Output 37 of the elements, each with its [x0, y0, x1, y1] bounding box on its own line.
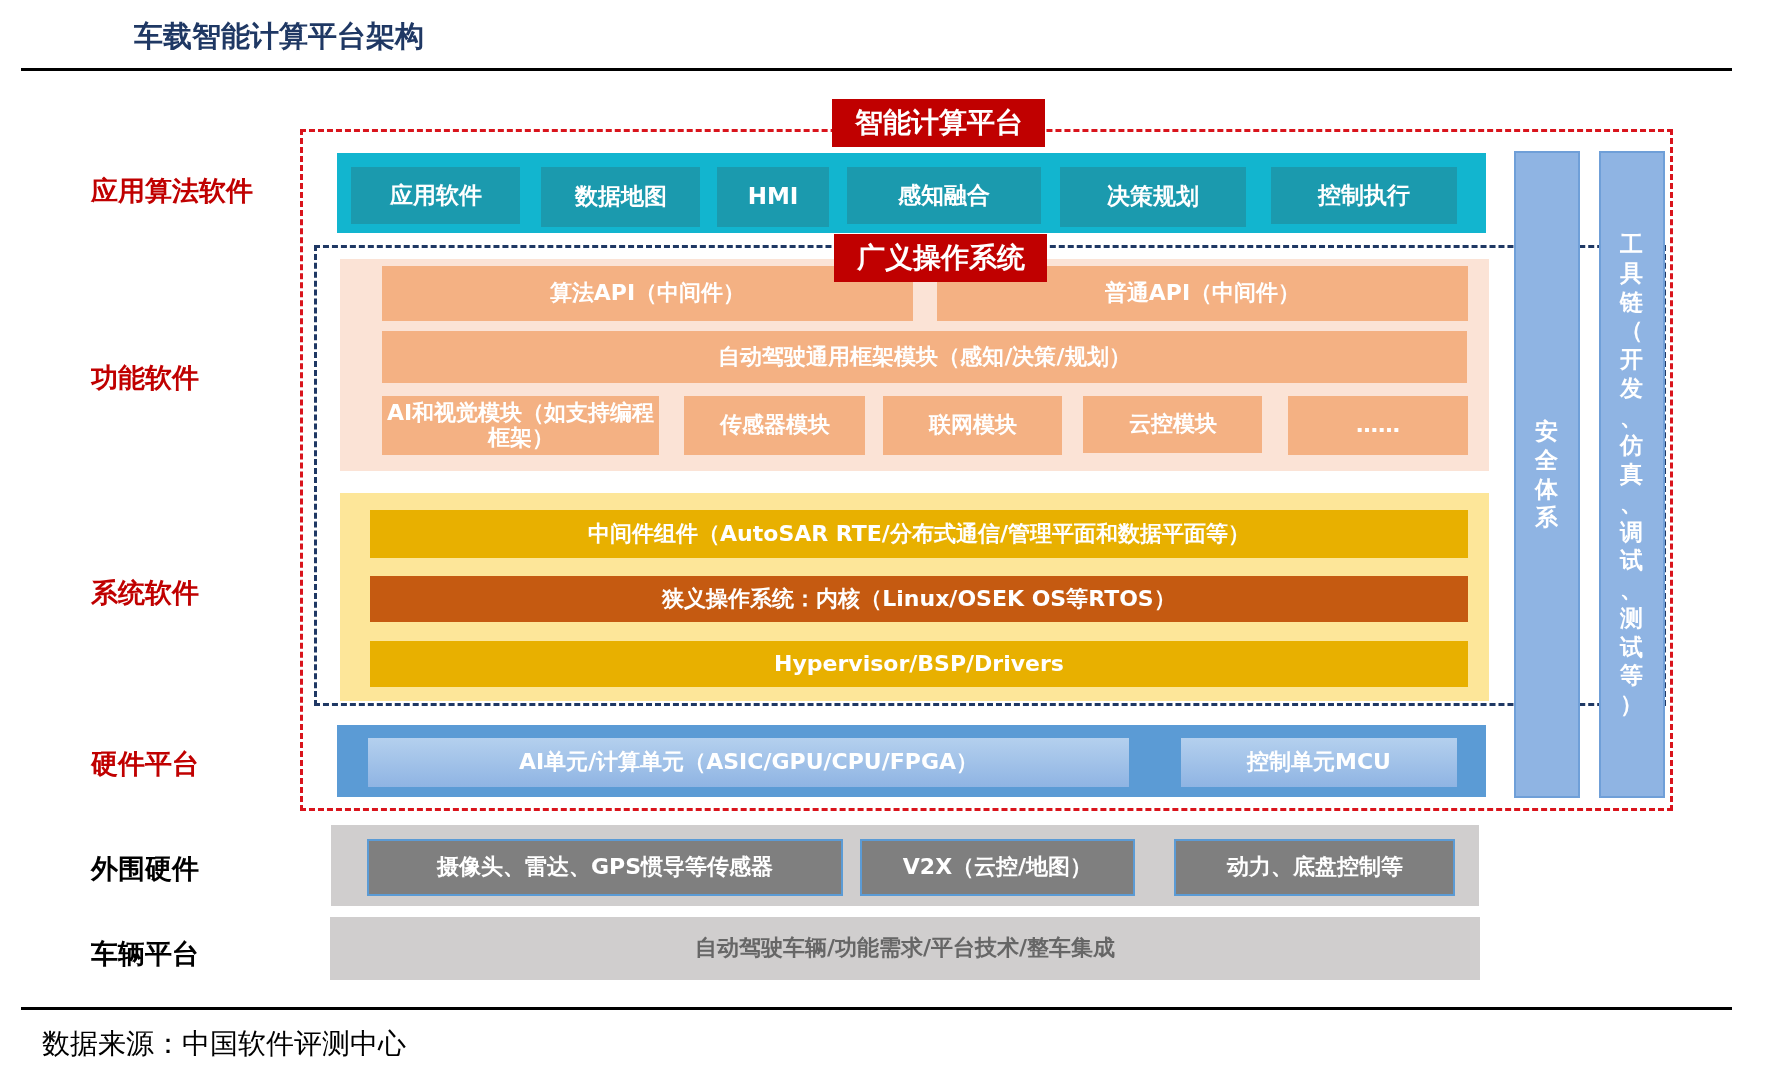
module-box: 控制执行: [1271, 167, 1457, 224]
vehicle-band: 自动驾驶车辆/功能需求/平台技术/整车集成: [330, 917, 1480, 980]
module-box: 传感器模块: [684, 396, 865, 455]
device-box: V2X（云控/地图）: [860, 839, 1135, 896]
module-box: AI和视觉模块（如支持编程框架）: [382, 396, 659, 455]
section-tag: 广义操作系统: [834, 234, 1047, 282]
module-box: 数据地图: [541, 167, 700, 227]
layer-band: [337, 725, 1486, 797]
layer-label: 车辆平台: [91, 937, 199, 971]
module-box: ……: [1288, 396, 1468, 455]
unit-box: AI单元/计算单元（ASIC/GPU/CPU/FPGA）: [368, 738, 1129, 787]
module-box: 感知融合: [847, 167, 1041, 224]
side-bar: 工具链（开发、仿真、调试、测试等）: [1599, 151, 1665, 798]
device-box: 摄像头、雷达、GPS惯导等传感器: [367, 839, 843, 896]
module-box: 应用软件: [351, 167, 520, 224]
section-tag: 智能计算平台: [832, 99, 1045, 147]
layer-label: 硬件平台: [91, 747, 199, 781]
layer-band: [337, 153, 1486, 233]
layer-box: 中间件组件（AutoSAR RTE/分布式通信/管理平面和数据平面等）: [370, 510, 1468, 558]
module-box: 联网模块: [883, 396, 1062, 455]
layer-band: [331, 825, 1479, 906]
device-box: 动力、底盘控制等: [1174, 839, 1455, 896]
layer-label: 应用算法软件: [91, 174, 253, 208]
module-box: 云控模块: [1083, 396, 1262, 453]
layer-band: [340, 493, 1489, 701]
layer-label: 外围硬件: [91, 852, 199, 886]
layer-box: 狭义操作系统：内核（Linux/OSEK OS等RTOS）: [370, 576, 1468, 622]
module-box: 自动驾驶通用框架模块（感知/决策/规划）: [382, 331, 1467, 383]
module-box: HMI: [717, 167, 829, 227]
side-bar: 安全体系: [1514, 151, 1580, 798]
caption: 数据来源：中国软件评测中心: [42, 1026, 406, 1062]
layer-box: Hypervisor/BSP/Drivers: [370, 641, 1468, 687]
title: 车载智能计算平台架构: [134, 18, 424, 55]
layer-label: 功能软件: [91, 361, 199, 395]
layer-label: 系统软件: [91, 576, 199, 610]
unit-box: 控制单元MCU: [1181, 738, 1457, 787]
module-box: 决策规划: [1060, 167, 1246, 227]
